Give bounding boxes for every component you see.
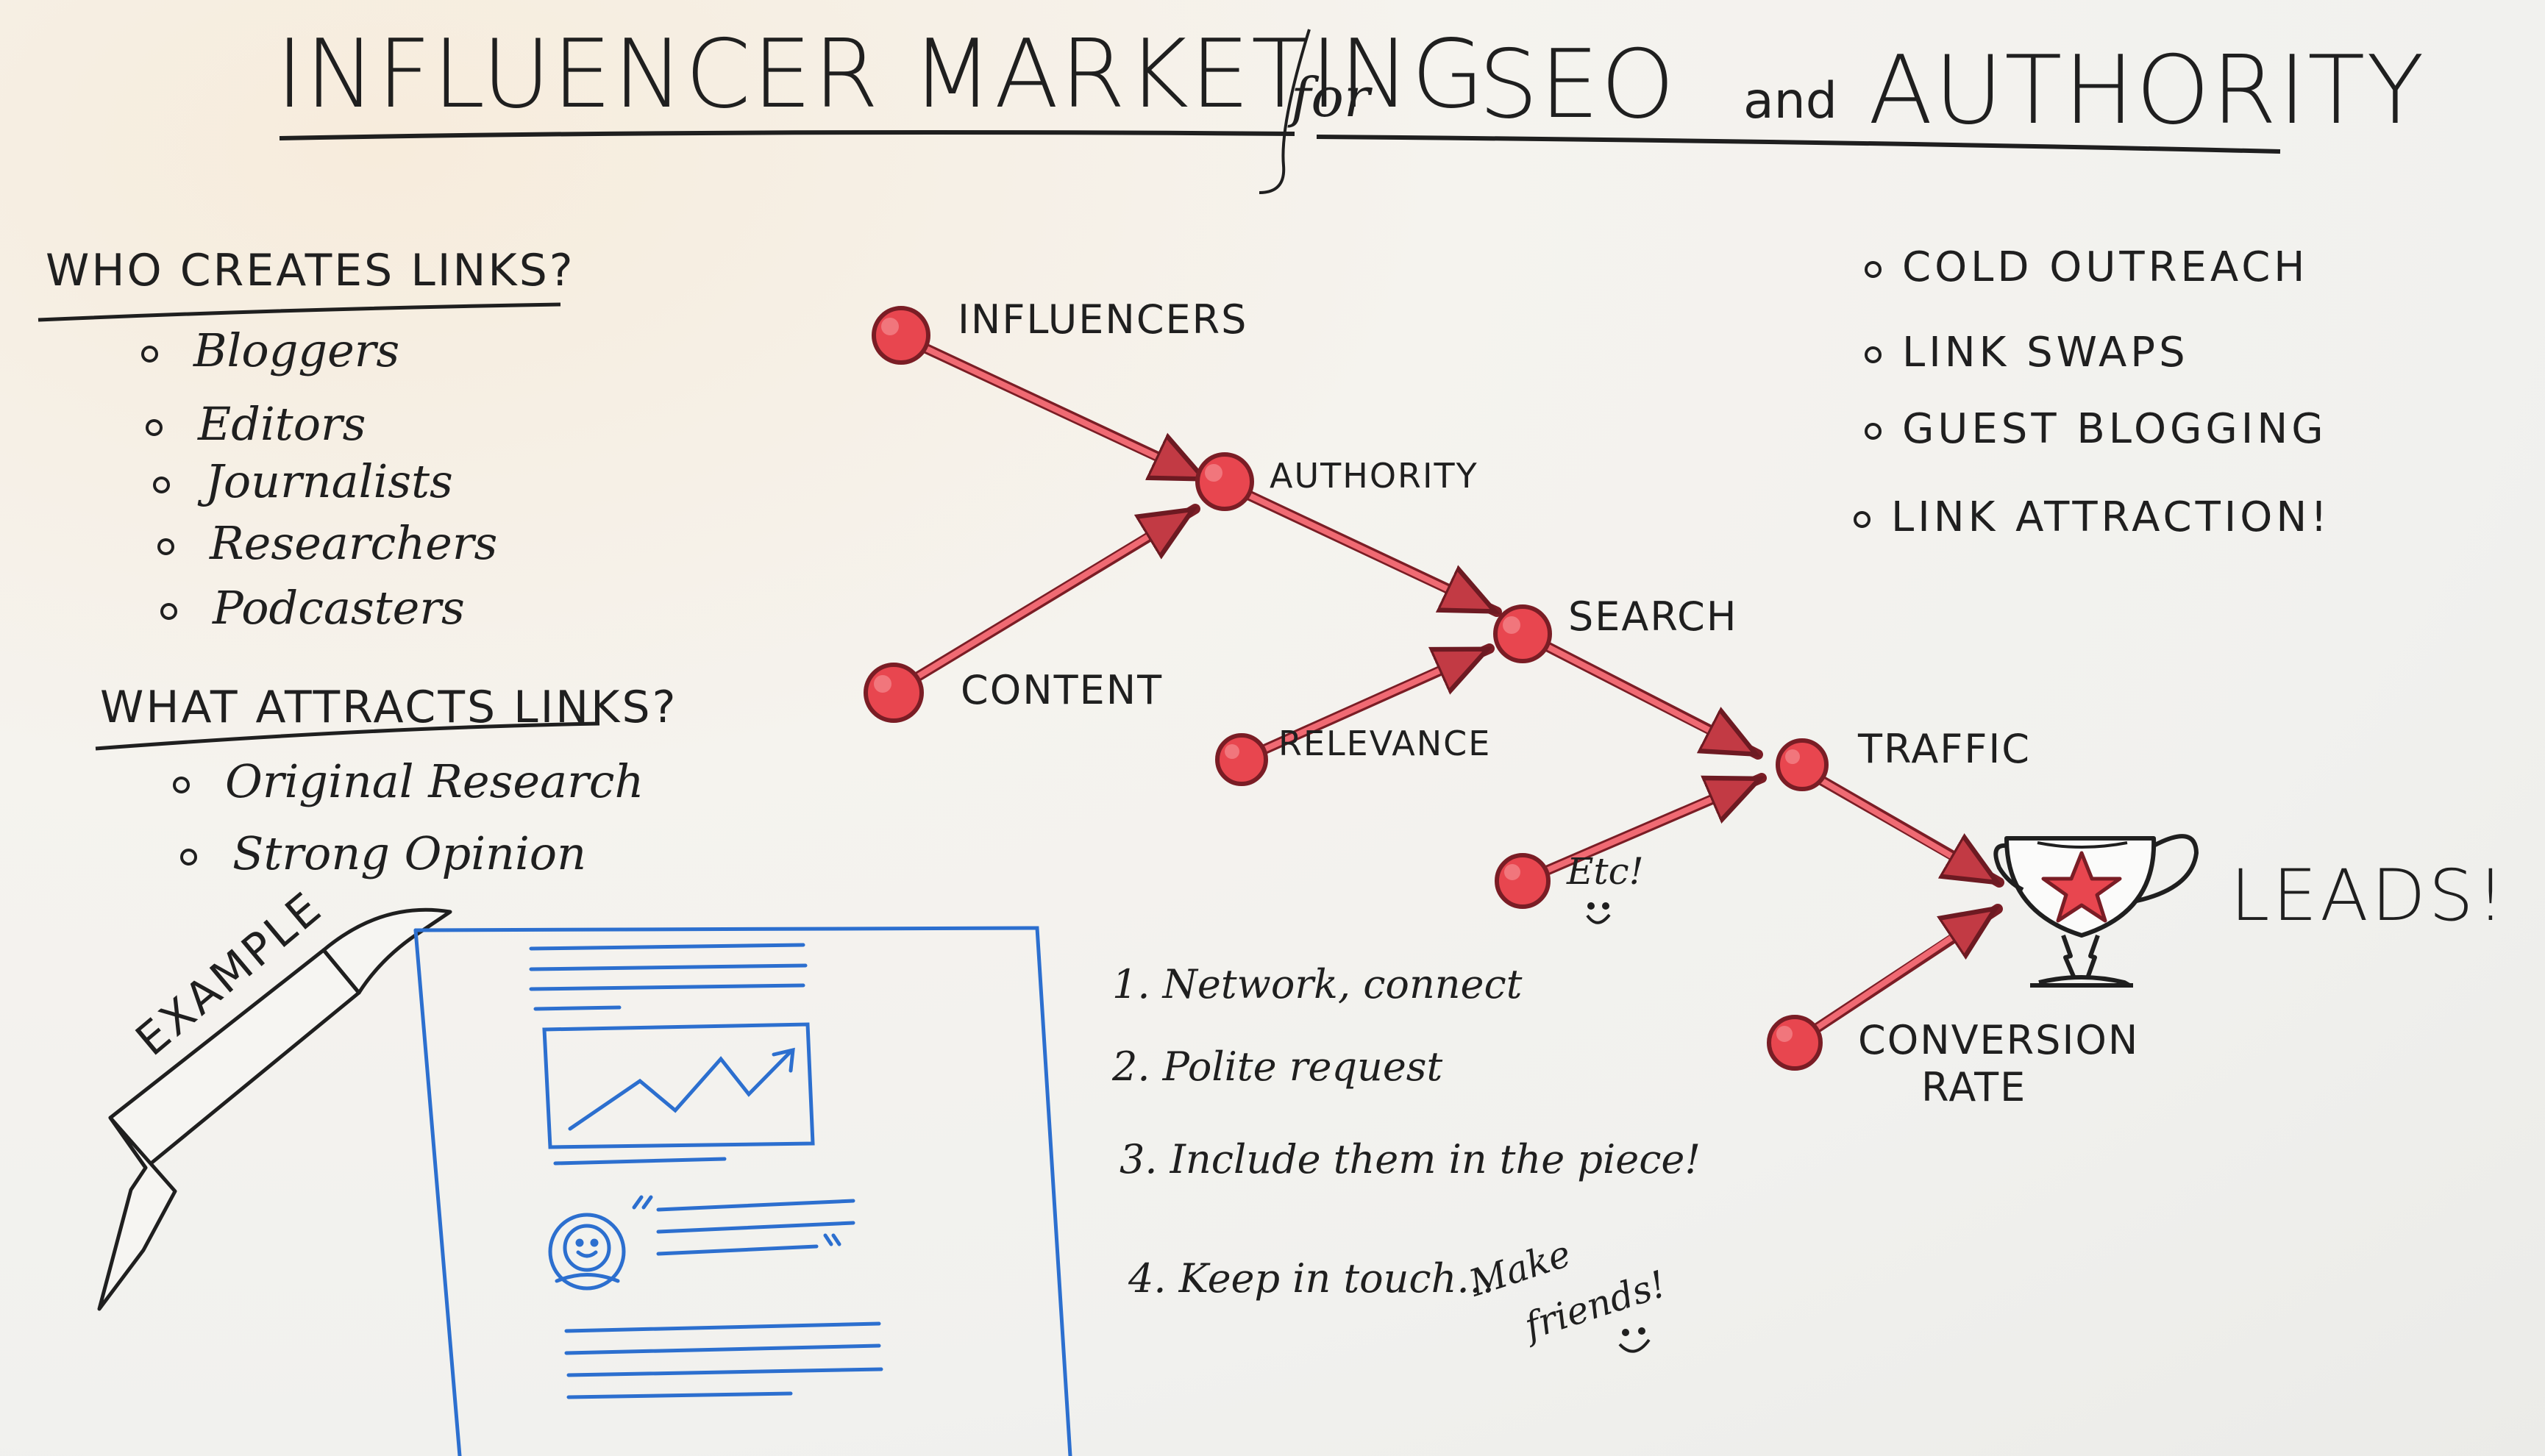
- title-for-stroke: [1259, 29, 1311, 194]
- trophy-icon: [1993, 834, 2199, 988]
- node-conversion-rate: [1767, 1015, 1823, 1071]
- etc-smiley-icon: [1586, 902, 1611, 924]
- node-influencers: [872, 306, 930, 365]
- list-item: LINK SWAPS: [1865, 332, 2189, 374]
- label-conversion: CONVERSION: [1858, 1017, 2140, 1063]
- bullet-icon: [141, 346, 158, 363]
- step-3: 3. Include them in the piece!: [1120, 1136, 1701, 1182]
- bullet-icon: [153, 477, 170, 494]
- example-document: [413, 926, 1072, 1456]
- who-creates-heading: WHO CREATES LINKS?: [46, 245, 575, 296]
- flow-connectors: [889, 332, 2004, 1048]
- list-item: Strong Opinion: [180, 831, 586, 877]
- node-search: [1493, 604, 1552, 663]
- title-main: INFLUENCER MARKETING: [276, 20, 1486, 129]
- bullet-icon: [1865, 423, 1882, 440]
- bullet-icon: [146, 419, 163, 437]
- title-underline-left: [279, 130, 1295, 140]
- list-item: Journalists: [153, 459, 453, 504]
- list-item: Researchers: [157, 521, 497, 566]
- bullet-icon: [157, 538, 174, 556]
- label-content: CONTENT: [961, 667, 1164, 713]
- list-item: Podcasters: [160, 585, 465, 631]
- title-authority: AUTHORITY: [1868, 36, 2426, 146]
- node-etc: [1495, 853, 1551, 909]
- node-content: [864, 663, 924, 723]
- list-item: Editors: [146, 402, 366, 447]
- what-attracts-underline: [95, 721, 600, 751]
- node-relevance: [1215, 733, 1268, 786]
- node-authority: [1195, 452, 1254, 511]
- bullet-icon: [1865, 346, 1882, 364]
- bullet-icon: [180, 849, 197, 866]
- label-rate: RATE: [1921, 1064, 2027, 1110]
- step-4: 4. Keep in touch...: [1128, 1255, 1495, 1302]
- label-etc: Etc!: [1567, 850, 1644, 893]
- list-item: Original Research: [173, 759, 644, 804]
- friends-smiley-icon: [1618, 1327, 1651, 1353]
- title-and: and: [1743, 72, 1837, 130]
- label-traffic: TRAFFIC: [1858, 726, 2032, 772]
- label-influencers: INFLUENCERS: [958, 296, 1248, 343]
- list-item: COLD OUTREACH: [1865, 247, 2308, 288]
- title-underline-right: [1316, 135, 2281, 154]
- node-traffic: [1776, 738, 1829, 791]
- bullet-icon: [173, 777, 190, 794]
- label-relevance: RELEVANCE: [1278, 724, 1492, 763]
- list-item: GUEST BLOGGING: [1865, 409, 2327, 450]
- step-1: 1. Network, connect: [1112, 961, 1523, 1007]
- list-item: Bloggers: [141, 328, 399, 374]
- title-for: for: [1291, 66, 1370, 129]
- bullet-icon: [160, 603, 177, 621]
- example-banner: [97, 907, 452, 1311]
- title-seo: SEO: [1478, 30, 1676, 140]
- label-authority: AUTHORITY: [1270, 456, 1478, 496]
- label-search: SEARCH: [1568, 593, 1738, 640]
- label-leads: LEADS!: [2230, 854, 2508, 937]
- list-item: LINK ATTRACTION!: [1854, 497, 2331, 538]
- step-2: 2. Polite request: [1112, 1043, 1443, 1090]
- bullet-icon: [1865, 261, 1882, 279]
- who-creates-underline: [38, 302, 561, 322]
- bullet-icon: [1854, 511, 1871, 529]
- what-attracts-heading: WHAT ATTRACTS LINKS?: [100, 682, 678, 733]
